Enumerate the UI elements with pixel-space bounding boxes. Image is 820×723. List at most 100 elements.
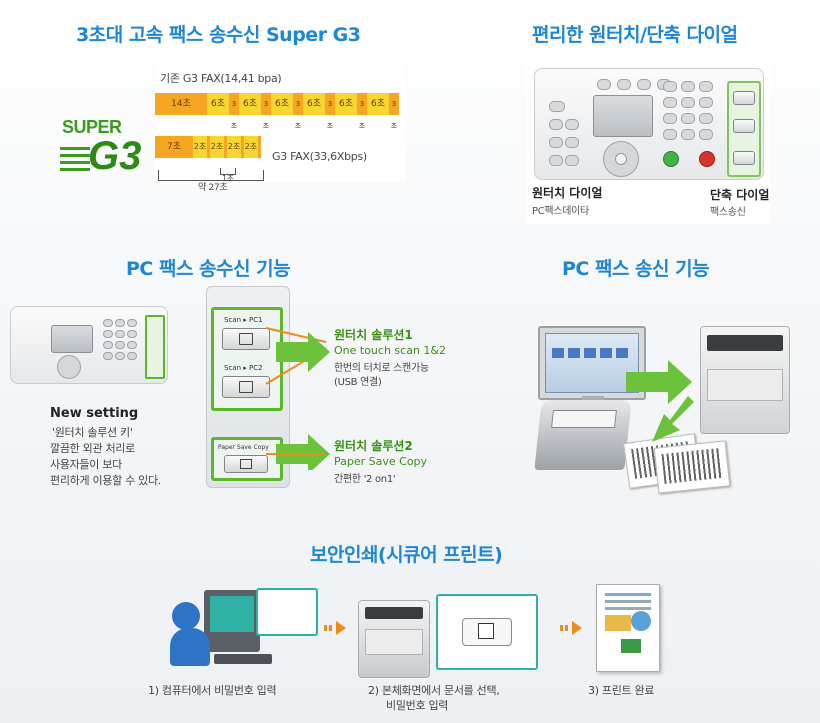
new-setting-line: 편리하게 이용할 수 있다. [50, 474, 161, 487]
super-gap-segment [241, 136, 244, 158]
printer-icon [700, 326, 790, 434]
step1-illustration [170, 584, 320, 680]
solution1-en: One touch scan 1&2 [334, 344, 446, 357]
fax-speed-title: 3초대 고속 팩스 송수신 Super G3 [76, 24, 361, 46]
step2-illustration [356, 592, 538, 682]
control-panel-image [534, 68, 764, 180]
step-arrow-tail [324, 625, 334, 631]
new-setting-line: '원터치 솔루션 키' [52, 426, 133, 439]
fax-speed-graphic: 기존 G3 FAX(14,41 bpa) 14초 6초 3초 6초 3초 6초 … [60, 62, 410, 202]
legacy-page-segment: 6초 [271, 93, 293, 115]
small-control-panel-image [10, 306, 168, 384]
unit-time-label: 1초 [222, 174, 234, 183]
total-time-bracket [158, 170, 264, 181]
super-gap-segment [224, 136, 227, 158]
paper-save-highlight: Paper Save Copy [211, 437, 283, 481]
legacy-gap-segment: 3초 [389, 93, 399, 130]
super-first-segment: 7초 [155, 136, 193, 158]
legacy-page-segment: 6초 [335, 93, 357, 115]
onetouch-button-strip: Scan ▸ PC1 Scan ▸ PC2 Paper Save Copy [206, 286, 290, 488]
step-arrow-icon [572, 621, 582, 635]
user-head-icon [172, 602, 200, 630]
legacy-page-segment: 6초 [367, 93, 389, 115]
onetouch-keys [727, 81, 761, 177]
super-gap-segment [258, 136, 261, 158]
speed-dial-sub: 팩스송신 [710, 207, 746, 218]
small-onetouch-keys [145, 315, 165, 379]
solution2-desc: 간편한 '2 on1' [334, 474, 396, 485]
lcd-screen [593, 95, 653, 137]
green-arrow-icon [276, 332, 330, 372]
secure-print-title: 보안인쇄(시큐어 프린트) [310, 544, 503, 566]
super-page-segment: 2초 [193, 136, 207, 158]
step2-label-line2: 비밀번호 입력 [386, 699, 449, 712]
solution2-en: Paper Save Copy [334, 455, 428, 468]
legacy-gap-segment: 3초 [293, 93, 303, 130]
scan-pc1-label: Scan ▸ PC1 [224, 316, 263, 324]
super-page-segment: 2초 [244, 136, 258, 158]
start-button-icon [663, 151, 679, 167]
password-dialog-icon [256, 588, 318, 636]
legacy-fax-bar: 14초 6초 3초 6초 3초 6초 3초 6초 3초 6초 3초 6초 3초 [155, 93, 405, 130]
green-arrow-icon [276, 434, 330, 470]
solution-arrows [265, 327, 330, 470]
paper-save-copy-button[interactable] [224, 455, 268, 473]
super-page-segment: 2초 [210, 136, 224, 158]
side-keys [545, 95, 581, 167]
step2-label-line1: 2) 본체화면에서 문서를 선택, [368, 684, 500, 697]
printed-document-icon [596, 584, 660, 672]
legacy-page-segment: 6초 [303, 93, 325, 115]
step3-label: 3) 프린트 완료 [588, 684, 655, 697]
legacy-gap-segment: 3초 [357, 93, 367, 130]
new-setting-line: 사용자들이 보다 [50, 458, 122, 471]
dial-title: 편리한 원터치/단축 다이얼 [532, 24, 738, 46]
super-fax-bar: 7초 2초 2초 2초 2초 [155, 136, 265, 158]
small-lcd-screen [51, 325, 93, 353]
legacy-first-segment: 14초 [155, 93, 207, 115]
onetouch-dial-label: 원터치 다이얼 [532, 186, 603, 200]
scan-pc1-button[interactable] [222, 328, 270, 350]
scan-buttons-highlight: Scan ▸ PC1 Scan ▸ PC2 [211, 307, 283, 411]
small-navigation-icon [57, 355, 81, 379]
total-time-label: 약 27초 [198, 183, 228, 193]
monitor-icon [538, 326, 646, 400]
keyboard-icon [214, 654, 272, 664]
legacy-page-segment: 6초 [239, 93, 261, 115]
legacy-gap-segment: 3초 [325, 93, 335, 130]
new-setting-title: New setting [50, 406, 139, 421]
super-gap-segment [207, 136, 210, 158]
new-setting-line: 깔끔한 외관 처리로 [50, 442, 135, 455]
speed-dial-label: 단축 다이얼 [710, 188, 770, 202]
small-keypad-icon [103, 319, 139, 375]
step-arrow-icon [336, 621, 346, 635]
legacy-fax-label: 기존 G3 FAX(14,41 bpa) [160, 72, 282, 85]
step1-label: 1) 컴퓨터에서 비밀번호 입력 [148, 684, 277, 697]
pc-fax-tx-title: PC 팩스 송신 기능 [562, 258, 710, 280]
legacy-page-segment: 6초 [207, 93, 229, 115]
computer-screen-icon [210, 596, 254, 632]
green-arrow-icon [652, 396, 694, 442]
solution2-title: 원터치 솔루션2 [334, 439, 413, 453]
green-arrows [626, 360, 694, 442]
new-setting-text: '원터치 솔루션 키' 깔끔한 외관 처리로 사용자들이 보다 편리하게 이용할… [50, 425, 161, 489]
super-g3-logo: SUPER G3 [60, 117, 155, 187]
fax-paper-tray-icon [551, 410, 617, 428]
green-arrow-icon [626, 360, 692, 404]
solution1-desc2: (USB 연결) [334, 377, 382, 388]
lock-document-icon [478, 623, 494, 639]
speed-lines-icon [60, 143, 90, 173]
super-fax-label: G3 FAX(33,6Xbps) [272, 150, 367, 163]
orange-connector-line [265, 327, 327, 343]
pc-fax-txrx-title: PC 팩스 송수신 기능 [126, 258, 291, 280]
navigation-dial-icon [603, 141, 639, 177]
legacy-gap-segment: 3초 [261, 93, 271, 130]
paper-save-label: Paper Save Copy [218, 444, 269, 451]
scan-pc2-button[interactable] [222, 376, 270, 398]
onetouch-dial-sub: PC팩스데이타 [532, 206, 589, 217]
logo-g3-text: G3 [88, 134, 142, 178]
stop-button-icon [699, 151, 715, 167]
multifunction-printer-icon [358, 600, 430, 678]
pc-fax-illustration [530, 320, 810, 494]
user-body-icon [170, 628, 210, 666]
legacy-gap-segment: 3초 [229, 93, 239, 130]
